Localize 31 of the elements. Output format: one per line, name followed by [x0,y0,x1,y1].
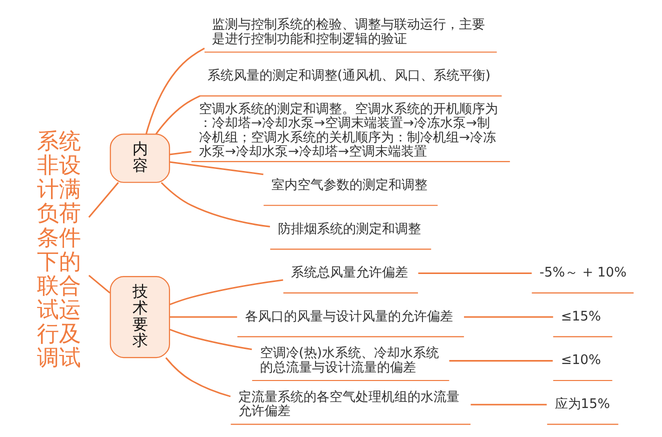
node-text: -5%～ + 10% [538,266,626,281]
node-text: 监测与控制系统的检验、调整与联动运行，主要是进行控制功能和控制逻辑的验证 [212,18,485,47]
node-text: 空调冷(热)水系统、冷却水系统的总流量与设计流量的偏差 [259,346,439,376]
node-text: 系统非设计满负荷条件下的联合试运行及调试 [36,129,80,372]
connector [164,357,230,398]
node-text: 各风口的风量与设计风量的允许偏差 [244,309,453,324]
node-text: 防排烟系统的测定和调整 [277,222,420,237]
connector [144,48,204,134]
node-text: 系统总风量允许偏差 [290,266,408,281]
connector [169,279,283,306]
connector [418,272,532,274]
node-text: ≤15% [560,309,600,324]
connector [448,360,552,362]
connector [88,182,118,218]
node-box: 内容 [109,134,170,183]
node-text: 应为15% [554,396,610,412]
connector [169,161,263,176]
node-text: 系统风量的测定和调整(通风机、风口、系统平衡) [206,68,490,84]
connector [464,316,553,318]
node-text: ≤10% [560,353,600,368]
connector [470,404,546,406]
connector [160,182,270,228]
node-text: 定流量系统的各空气处理机组的水流量允许偏差 [238,390,459,420]
connector [88,274,110,294]
node-text: 空调水系统的测定和调整。空调水系统的开机顺序为：冷却塔→冷却水泵→空调末端装置→冷冻水泵→制冷机组；空调水系统的关机顺序为：制冷机组→冷冻水泵→冷却水泵→冷却塔→空调末端装置 [198,102,498,160]
node-text: 室内空气参数的测定和调整 [270,178,427,194]
connector [168,150,191,156]
connector [169,316,237,318]
node-box: 技术要求 [109,276,170,358]
connector [169,328,252,350]
connector [154,95,200,134]
